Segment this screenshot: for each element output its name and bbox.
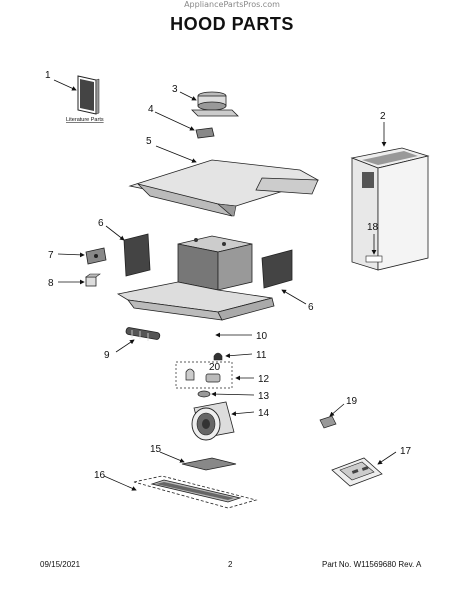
top-trim-cover-part	[128, 159, 320, 217]
damper-bracket-part	[195, 127, 215, 139]
light-bar-part	[125, 327, 161, 341]
literature-parts-booklet	[77, 75, 100, 115]
blower-wheel-part	[191, 401, 235, 441]
callout-7: 7	[48, 250, 54, 261]
callout-3: 3	[172, 84, 178, 95]
knob-part	[213, 352, 223, 361]
callout-2: 2	[380, 111, 386, 122]
control-board-part	[85, 247, 107, 265]
footer-part-number: Part No. W11569680 Rev. A	[322, 560, 422, 569]
side-panel-right-part	[261, 249, 293, 289]
callout-12: 12	[258, 374, 270, 385]
page-title: HOOD PARTS	[170, 14, 294, 34]
callout-9: 9	[104, 350, 110, 361]
callout-15: 15	[150, 444, 162, 455]
callout-4: 4	[148, 104, 154, 115]
collar-part	[197, 390, 211, 398]
callout-11: 11	[256, 350, 267, 361]
watermark: AppliancePartsPros.com	[184, 0, 280, 9]
callout-18: 18	[367, 222, 379, 233]
blower-motor-part	[191, 91, 239, 117]
hood-body-assembly	[116, 235, 275, 321]
control-panel-part	[331, 457, 383, 487]
callout-14: 14	[258, 408, 270, 419]
callout-20: 20	[209, 362, 221, 373]
callout-6-right: 6	[308, 302, 314, 313]
footer-date: 09/15/2021	[40, 560, 81, 569]
callout-8: 8	[48, 278, 54, 289]
callout-19: 19	[346, 396, 358, 407]
bottom-filter-frame-part	[133, 475, 258, 509]
chimney-part	[350, 147, 430, 271]
callout-1: 1	[45, 70, 51, 81]
callout-16: 16	[94, 470, 106, 481]
callout-6-left: 6	[98, 218, 104, 229]
switch-box-part	[85, 273, 101, 287]
filter-plate-part	[181, 457, 237, 471]
callout-5: 5	[146, 136, 152, 147]
bulb-socket-group	[175, 361, 233, 389]
side-panel-left-part	[123, 233, 151, 277]
callout-10: 10	[256, 331, 268, 342]
callout-17: 17	[400, 446, 412, 457]
footer-page-number: 2	[228, 560, 233, 569]
sensor-chip-part	[319, 415, 337, 429]
callout-13: 13	[258, 391, 270, 402]
literature-parts-label: Literature Parts	[66, 117, 104, 123]
